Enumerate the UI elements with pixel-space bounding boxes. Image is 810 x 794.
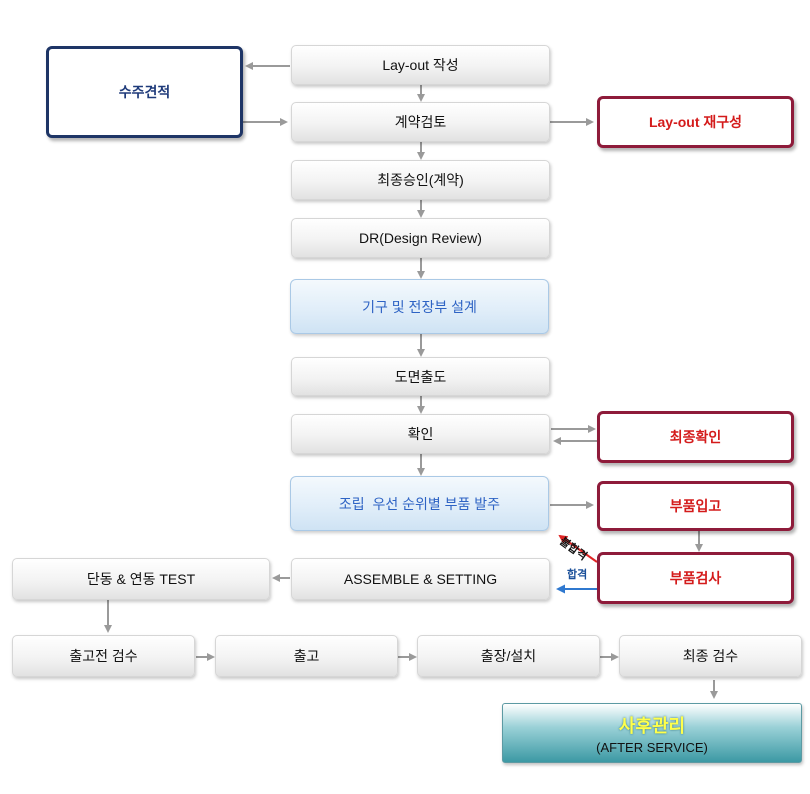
step-design-review: DR(Design Review) — [291, 218, 550, 258]
side-order-estimate-label: 수주견적 — [118, 84, 171, 100]
step-mech-elec-design-label: 기구 및 전장부 설계 — [362, 298, 477, 315]
step-shipment: 출고 — [215, 635, 398, 677]
side-layout-reconfig-label: Lay-out 재구성 — [648, 114, 743, 130]
step-assemble-setting-label: ASSEMBLE & SETTING — [343, 571, 498, 587]
step-pre-ship-inspection: 출고전 검수 — [12, 635, 195, 677]
arrow-fail — [558, 534, 598, 563]
side-order-estimate: 수주견적 — [46, 46, 243, 138]
step-final-approval: 최종승인(계약) — [291, 160, 550, 200]
step-mech-elec-design: 기구 및 전장부 설계 — [290, 279, 549, 334]
side-parts-inspection-label: 부품검사 — [669, 570, 722, 586]
step-contract-review: 계약검토 — [291, 102, 550, 142]
step-design-review-label: DR(Design Review) — [359, 230, 482, 246]
step-layout-write-label: Lay-out 작성 — [382, 57, 459, 73]
step-unit-test-label: 단동 & 연동 TEST — [86, 571, 196, 587]
step-onsite-install: 출장/설치 — [417, 635, 600, 677]
step-unit-test: 단동 & 연동 TEST — [12, 558, 270, 600]
step-assemble-setting: ASSEMBLE & SETTING — [291, 558, 550, 600]
step-confirm: 확인 — [291, 414, 550, 454]
step-parts-order: 조립 우선 순위별 부품 발주 — [290, 476, 549, 531]
step-final-inspection-label: 최종 검수 — [682, 648, 739, 664]
pass-label: 합격 — [567, 569, 588, 581]
after-service-box: 사후관리 (AFTER SERVICE) — [502, 703, 802, 763]
step-drawing-release-label: 도면출도 — [394, 368, 447, 385]
step-drawing-release: 도면출도 — [291, 357, 550, 396]
step-contract-review-label: 계약검토 — [394, 114, 447, 130]
step-parts-order-label: 조립 우선 순위별 부품 발주 — [338, 495, 501, 512]
side-final-confirm: 최종확인 — [597, 411, 794, 463]
step-final-approval-label: 최종승인(계약) — [377, 172, 464, 188]
side-layout-reconfig: Lay-out 재구성 — [597, 96, 794, 148]
step-pre-ship-inspection-label: 출고전 검수 — [69, 648, 138, 664]
step-layout-write: Lay-out 작성 — [291, 45, 550, 85]
step-onsite-install-label: 출장/설치 — [480, 648, 537, 664]
side-parts-inspection: 부품검사 — [597, 552, 794, 604]
side-parts-receiving-label: 부품입고 — [669, 498, 722, 514]
step-final-inspection: 최종 검수 — [619, 635, 802, 677]
step-confirm-label: 확인 — [407, 426, 434, 442]
side-final-confirm-label: 최종확인 — [669, 429, 722, 445]
side-parts-receiving: 부품입고 — [597, 481, 794, 531]
step-shipment-label: 출고 — [293, 648, 320, 664]
after-service-title: 사후관리 — [618, 715, 686, 736]
after-service-subtitle: (AFTER SERVICE) — [596, 739, 708, 755]
